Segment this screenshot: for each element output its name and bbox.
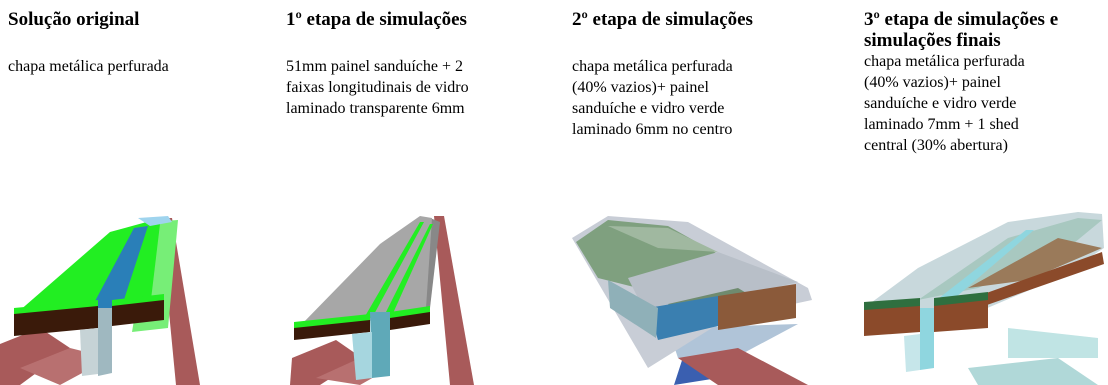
column-title: 3º etapa de simulações e simulações fina… xyxy=(864,9,1059,51)
column-description: 51mm painel sanduíche + 2 faixas longitu… xyxy=(286,58,469,117)
facade-band xyxy=(978,252,1104,306)
front-block xyxy=(718,284,796,330)
center-strip xyxy=(648,296,718,340)
column-title: Solução original xyxy=(8,9,140,30)
rail xyxy=(0,328,70,385)
shed xyxy=(934,230,1034,304)
support xyxy=(80,328,98,376)
glass-band xyxy=(364,222,424,318)
column-description: chapa metálica perfurada (40% vazios)+ p… xyxy=(864,53,1025,154)
front-block xyxy=(294,318,370,340)
front-block xyxy=(864,304,920,336)
roof-tip xyxy=(138,216,172,226)
support xyxy=(904,334,920,372)
front-block xyxy=(934,298,988,332)
glass-band xyxy=(382,224,433,320)
column-title: 2º etapa de simulações xyxy=(572,9,753,30)
support xyxy=(920,308,934,370)
front-block xyxy=(112,298,164,326)
column-title: 1º etapa de simulações xyxy=(286,9,467,30)
roof-model-stage-2-image xyxy=(572,216,812,385)
column-stage-2: 2º etapa de simulações chapa metálica pe… xyxy=(572,0,842,140)
support xyxy=(370,312,390,378)
roof-model-stage-1-image xyxy=(290,216,474,385)
column-stage-3: 3º etapa de simulações e simulações fina… xyxy=(864,0,1108,156)
column-original: Solução original chapa metálica perfurad… xyxy=(8,0,268,77)
column-description: chapa metálica perfurada xyxy=(8,58,169,75)
perforated-sheet xyxy=(628,252,798,318)
rail xyxy=(678,348,808,385)
column-description: chapa metálica perfurada (40% vazios)+ p… xyxy=(572,58,733,138)
center-strip xyxy=(86,226,148,318)
column-stage-1: 1º etapa de simulações 51mm painel sandu… xyxy=(286,0,556,119)
roof-model-stage-3-image xyxy=(864,212,1104,385)
support xyxy=(98,308,112,376)
support xyxy=(352,332,372,380)
roof-model-original-image xyxy=(0,216,200,385)
